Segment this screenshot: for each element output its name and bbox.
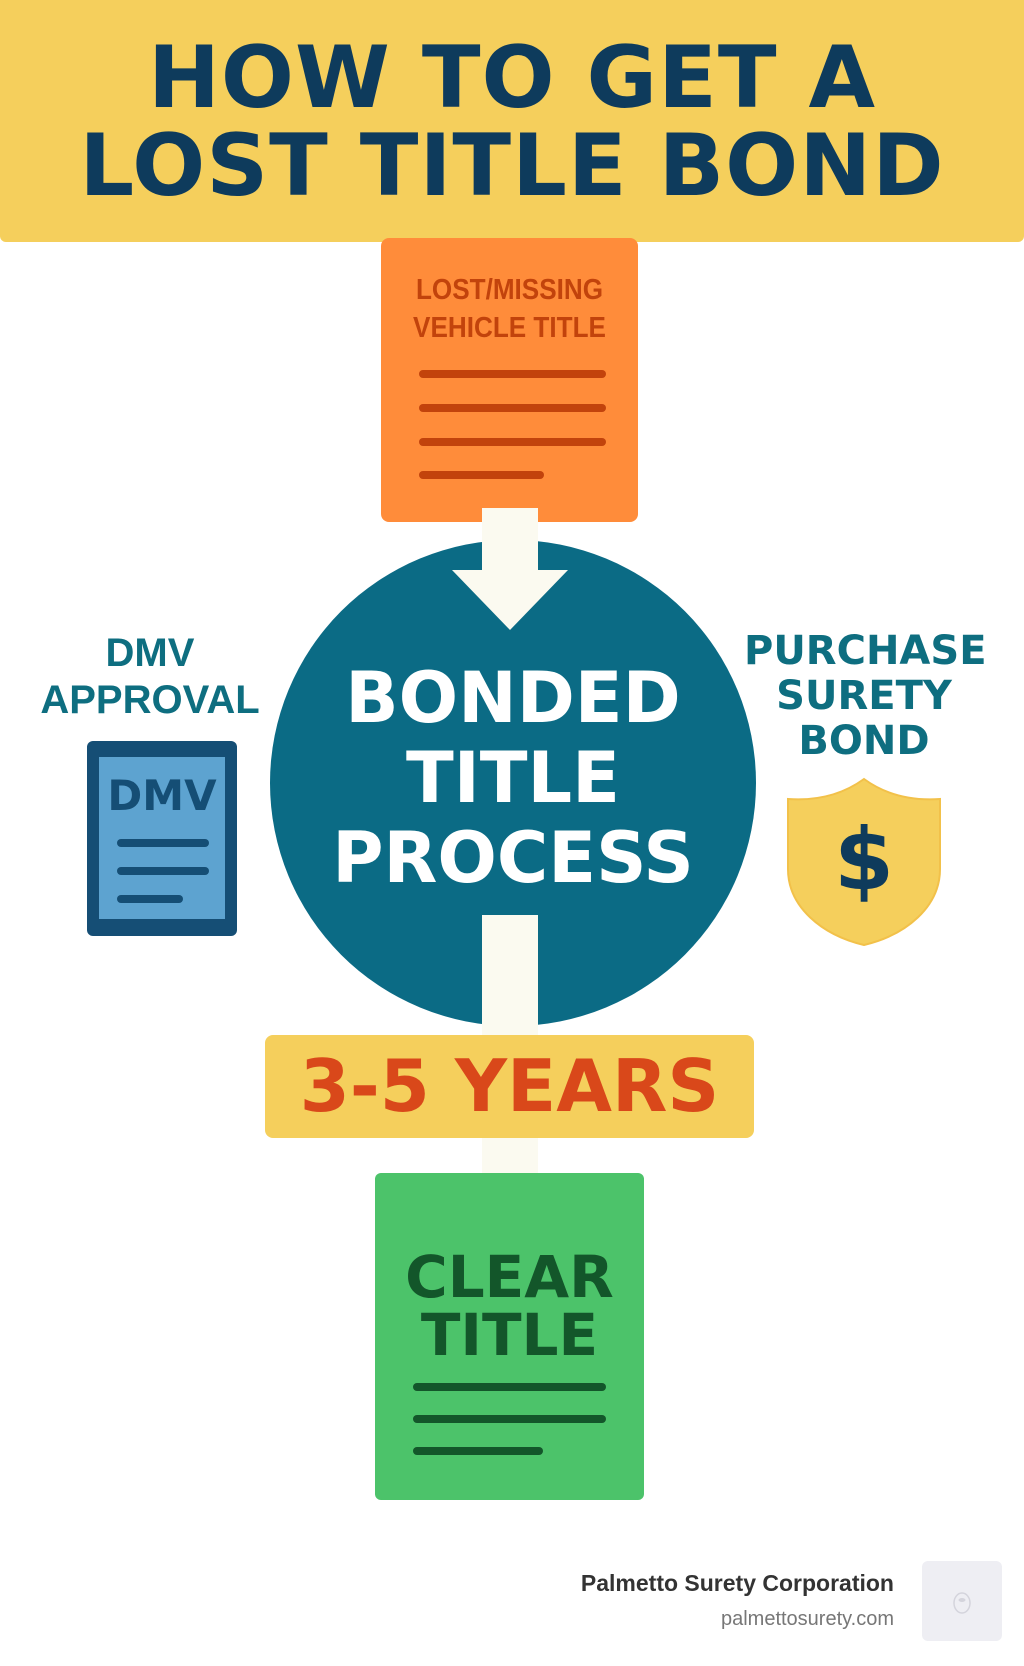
dmv-icon-label: DMV <box>107 771 217 820</box>
shield-dollar-icon: $ <box>787 777 941 947</box>
title-line-2: LOST TITLE BOND <box>79 116 945 216</box>
dmv-approval-line-1: DMV <box>105 631 195 675</box>
center-line-2: TITLE <box>406 737 620 819</box>
company-url[interactable]: palmettosurety.com <box>720 1608 894 1630</box>
purchase-bond-line-1: PURCHASE <box>744 628 987 674</box>
clear-title-line-2: TITLE <box>420 1301 599 1369</box>
lost-title-line-2: VEHICLE TITLE <box>413 312 606 344</box>
doc-line <box>419 370 606 378</box>
lost-title-card: LOST/MISSING VEHICLE TITLE <box>381 238 638 522</box>
dmv-approval-line-2: APPROVAL <box>40 678 260 722</box>
duration-box: 3-5 YEARS <box>265 1035 754 1138</box>
doc-line <box>419 404 606 412</box>
clear-title-card: CLEAR TITLE <box>375 1173 644 1500</box>
clear-title-line-1: CLEAR <box>405 1243 614 1311</box>
dollar-sign: $ <box>834 810 894 910</box>
arrow-down-icon <box>452 508 568 630</box>
center-line-1: BONDED <box>345 657 681 739</box>
doc-line <box>419 438 606 446</box>
center-line-3: PROCESS <box>332 817 694 899</box>
connector-icon <box>482 915 538 1035</box>
dmv-document-icon: DMV <box>87 741 237 936</box>
doc-line <box>413 1415 606 1423</box>
doc-line <box>413 1447 543 1455</box>
company-name: Palmetto Surety Corporation <box>580 1570 894 1596</box>
duration-label: 3-5 YEARS <box>299 1044 720 1128</box>
doc-line <box>413 1383 606 1391</box>
company-logo-icon <box>922 1561 1002 1641</box>
title-line-1: HOW TO GET A <box>147 28 877 128</box>
purchase-bond-line-3: BOND <box>798 718 930 764</box>
title-banner <box>0 0 1024 242</box>
doc-line <box>419 471 544 479</box>
purchase-bond-line-2: SURETY <box>776 673 952 719</box>
lost-title-line-1: LOST/MISSING <box>415 274 604 306</box>
